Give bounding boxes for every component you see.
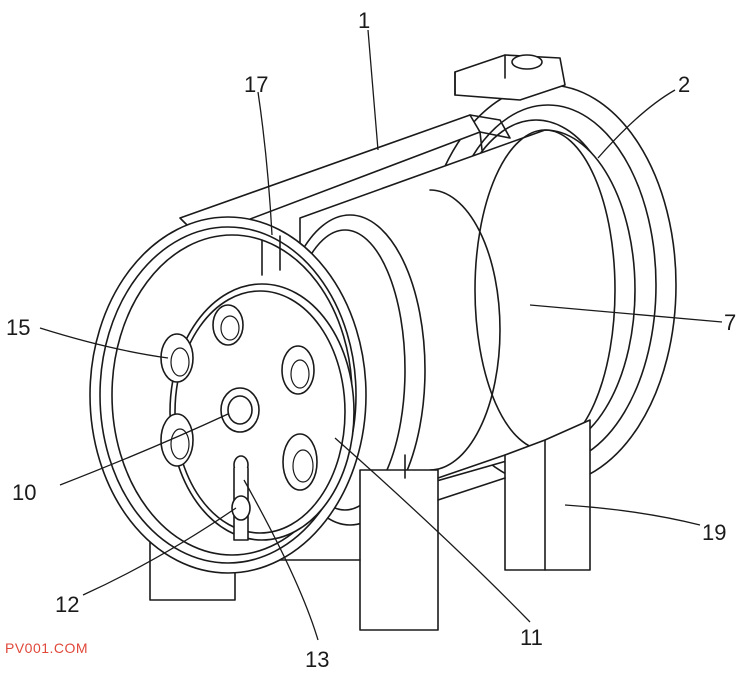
top-lug: [454, 54, 566, 101]
label-17: 17: [244, 72, 268, 97]
disc-holes: [160, 304, 318, 491]
label-11: 11: [520, 625, 543, 650]
watermark: PV001.COM: [5, 640, 89, 656]
slot-and-pin: [231, 455, 251, 541]
leader-lines: [39, 29, 723, 641]
label-10: 10: [12, 480, 36, 505]
part-numbers: 1 2 7 10 11 12 13 15 17 19: [6, 8, 736, 672]
support-legs: [149, 419, 591, 631]
center-hub: [220, 387, 260, 433]
label-13: 13: [305, 647, 329, 672]
front-disc: [169, 283, 355, 541]
label-12: 12: [55, 592, 79, 617]
label-15: 15: [6, 315, 30, 340]
label-7: 7: [724, 310, 736, 335]
label-19: 19: [702, 520, 726, 545]
label-1: 1: [358, 8, 370, 33]
label-2: 2: [678, 72, 690, 97]
